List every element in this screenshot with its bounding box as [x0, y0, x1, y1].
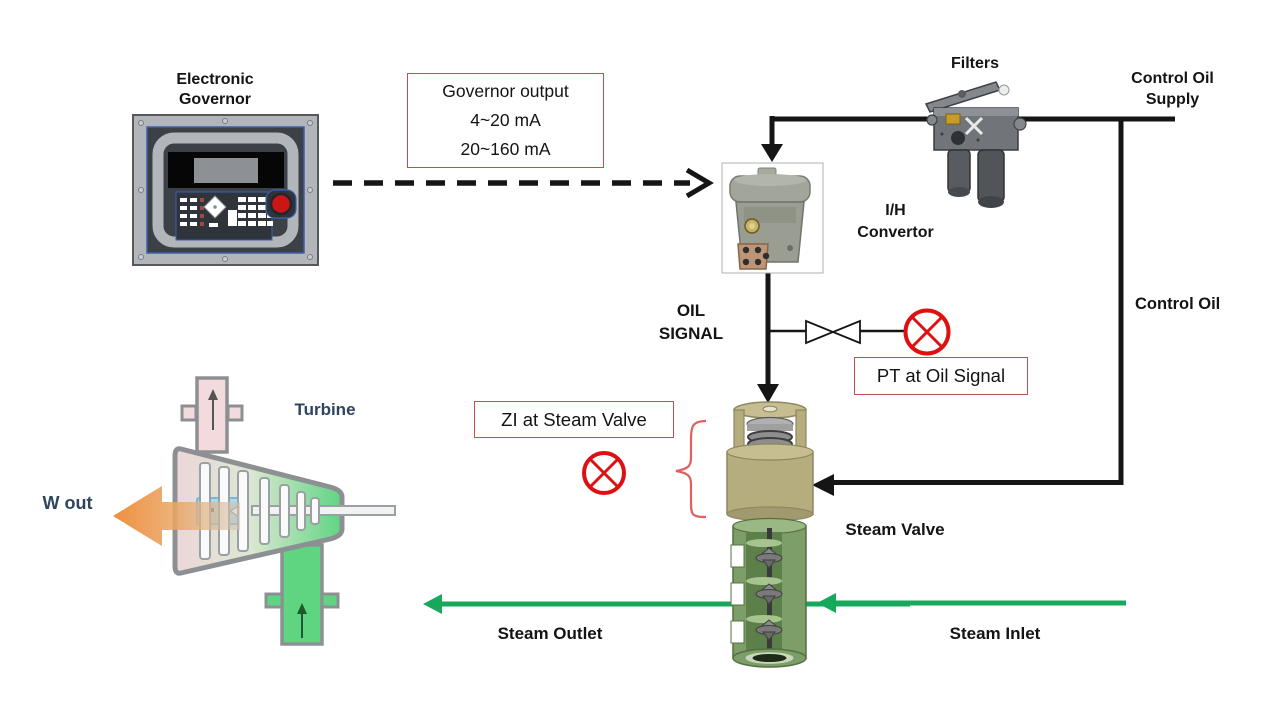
pt-instrument-icon	[903, 308, 951, 356]
control-oil-supply-label: Control Oil Supply	[1131, 70, 1214, 108]
ih-convertor-label: I/H Convertor	[857, 202, 934, 241]
governor-output-annotation: Governor output 4~20 mA 20~160 mA	[407, 73, 604, 168]
w-out-arrow	[113, 486, 240, 546]
electronic-governor-label: Electronic Governor	[176, 71, 254, 108]
governor-device	[132, 114, 319, 266]
oil-signal-label: OIL SIGNAL	[658, 301, 724, 343]
steam-inlet-arrow	[817, 593, 1126, 613]
pt-at-oil-signal-annotation: PT at Oil Signal	[854, 357, 1028, 395]
ih-convertor-device	[721, 162, 824, 274]
zi-at-steam-valve-annotation: ZI at Steam Valve	[474, 401, 674, 438]
governor-red-button-icon	[269, 192, 293, 216]
filters-label: Filters	[950, 55, 999, 72]
turbine-label: Turbine	[294, 400, 356, 419]
zi-instrument-icon	[582, 451, 626, 495]
governor-output-signal-line	[333, 167, 714, 199]
w-out-label: W out	[42, 493, 93, 513]
filter-device	[924, 81, 1027, 208]
steam-valve-device	[726, 401, 814, 668]
control-oil-label: Control Oil	[1135, 295, 1221, 313]
inlet-pipe	[264, 543, 340, 646]
turbine-illustration	[113, 376, 396, 646]
exhaust-pipe	[180, 376, 244, 454]
control-oil-line	[812, 119, 1124, 496]
manual-valve-icon	[805, 319, 861, 345]
steam-valve-label: Steam Valve	[845, 520, 945, 539]
zi-brace	[675, 419, 707, 519]
steam-inlet-label: Steam Inlet	[949, 624, 1041, 643]
oil-signal-line	[757, 273, 904, 403]
steam-outlet-label: Steam Outlet	[497, 624, 603, 643]
